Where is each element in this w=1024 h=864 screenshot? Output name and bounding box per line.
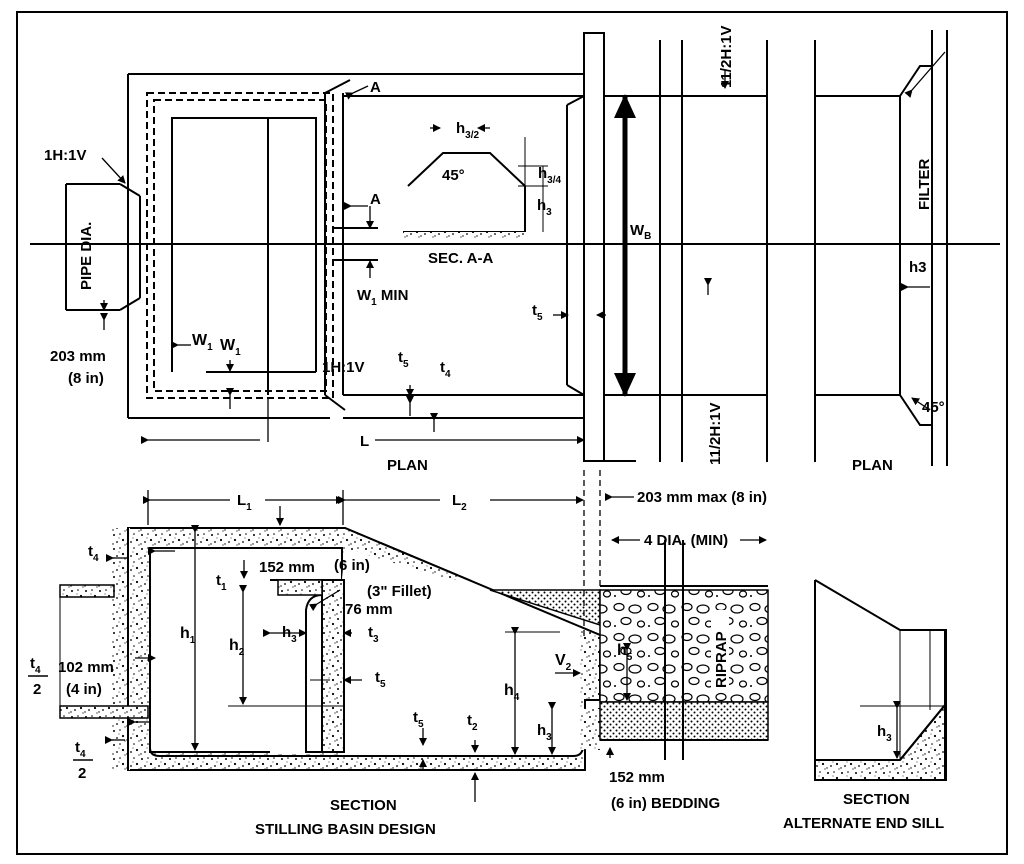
label-76mm: 76 mm <box>345 601 393 618</box>
end-sill-subtitle: ALTERNATE END SILL <box>783 815 944 832</box>
slope-1h1v-bottom: 1H:1V <box>322 359 365 376</box>
label-h3-sill: h3 <box>537 722 552 743</box>
plan-right-view <box>604 30 948 466</box>
sec-aa-base <box>403 232 525 238</box>
slope-1h1v-top: 1H:1V <box>44 147 87 164</box>
label-t4-half-2: t4 <box>75 739 86 760</box>
slope-11-2h1v-top: 11/2H:1V <box>718 25 735 88</box>
plan-dim-arrows <box>100 70 729 444</box>
label-t5-bottom: t5 <box>413 709 424 730</box>
label-6in-bedding: (6 in) BEDDING <box>611 795 720 812</box>
label-t4-half: t4 <box>30 655 41 676</box>
drawing-border <box>16 11 1008 855</box>
label-t5-right: t5 <box>532 302 543 323</box>
label-h3-4: h3/4 <box>538 165 562 186</box>
label-h3-sec: h3 <box>537 197 552 218</box>
label-t4-top: t4 <box>88 543 99 564</box>
label-203mm-max: 203 mm max (8 in) <box>637 489 767 506</box>
section-dim-arrows <box>105 490 767 802</box>
label-L1: L1 <box>237 492 252 513</box>
label-45-right: 45° <box>922 399 945 416</box>
alternate-end-sill: h3 SECTION ALTERNATE END SILL <box>783 579 947 832</box>
label-h2: h2 <box>229 637 245 658</box>
label-102mm: 102 mm <box>58 659 114 676</box>
label-w1-a: W1 <box>192 332 213 353</box>
plan-title-right: PLAN <box>852 457 893 474</box>
label-half-den: 2 <box>33 681 41 698</box>
sec-aa-label: SEC. A-A <box>428 250 493 267</box>
label-wb: WB <box>630 222 651 242</box>
label-t1: t1 <box>216 572 227 593</box>
label-152mm-bedding: 152 mm <box>609 769 665 786</box>
label-fillet: (3" Fillet) <box>367 583 432 600</box>
label-h1: h1 <box>180 625 196 646</box>
label-4-dia-min: 4 DIA. (MIN) <box>644 532 728 549</box>
label-h3-2: h3/2 <box>456 120 480 141</box>
section-a-mid: A <box>370 191 381 208</box>
label-t4-plan: t4 <box>440 359 451 380</box>
plan-labels: 1H:1V PIPE DIA. 203 mm (8 in) W1 W1 1H:1… <box>44 79 651 474</box>
riprap-label-bg <box>711 610 729 688</box>
section-subtitle: STILLING BASIN DESIGN <box>255 821 436 838</box>
label-t5-plan: t5 <box>398 349 409 370</box>
label-riprap: RIPRAP <box>713 631 730 688</box>
plan-right-labels: 11/2H:1V 11/2H:1V FILTER h3 45° PLAN <box>707 25 945 474</box>
label-h5: h5 <box>617 642 633 663</box>
label-6in: (6 in) <box>334 557 370 574</box>
label-t5-section: t5 <box>375 669 386 690</box>
label-4in: (4 in) <box>66 681 102 698</box>
section-a-top: A <box>370 79 381 96</box>
label-t2: t2 <box>467 712 478 733</box>
label-8in: (8 in) <box>68 370 104 387</box>
label-L2: L2 <box>452 492 467 513</box>
section-title: SECTION <box>330 797 397 814</box>
end-sill-title: SECTION <box>843 791 910 808</box>
label-L: L <box>360 433 369 450</box>
label-45-sec: 45° <box>442 167 465 184</box>
plan-title-left: PLAN <box>387 457 428 474</box>
label-v2: V2 <box>555 652 572 673</box>
label-w1-min: W1 MIN <box>357 287 408 308</box>
label-half-den-2: 2 <box>78 765 86 782</box>
label-t3: t3 <box>368 624 379 645</box>
label-h3-section: h3 <box>282 624 297 645</box>
plan-view <box>30 32 1000 462</box>
plan-right-arrows <box>901 51 946 411</box>
label-152mm: 152 mm <box>259 559 315 576</box>
filter-label: FILTER <box>916 158 933 210</box>
label-h4: h4 <box>504 682 520 703</box>
pipe-dia-label: PIPE DIA. <box>78 222 95 290</box>
section-labels: L1 L2 203 mm max (8 in) 4 DIA. (MIN) t4 … <box>28 489 767 838</box>
label-w1-b: W1 <box>220 337 241 358</box>
slope-11-2h1v-bottom: 11/2H:1V <box>707 402 724 465</box>
label-203mm: 203 mm <box>50 348 106 365</box>
label-h3-end-sill: h3 <box>877 723 892 744</box>
h3-right: h3 <box>909 259 927 276</box>
